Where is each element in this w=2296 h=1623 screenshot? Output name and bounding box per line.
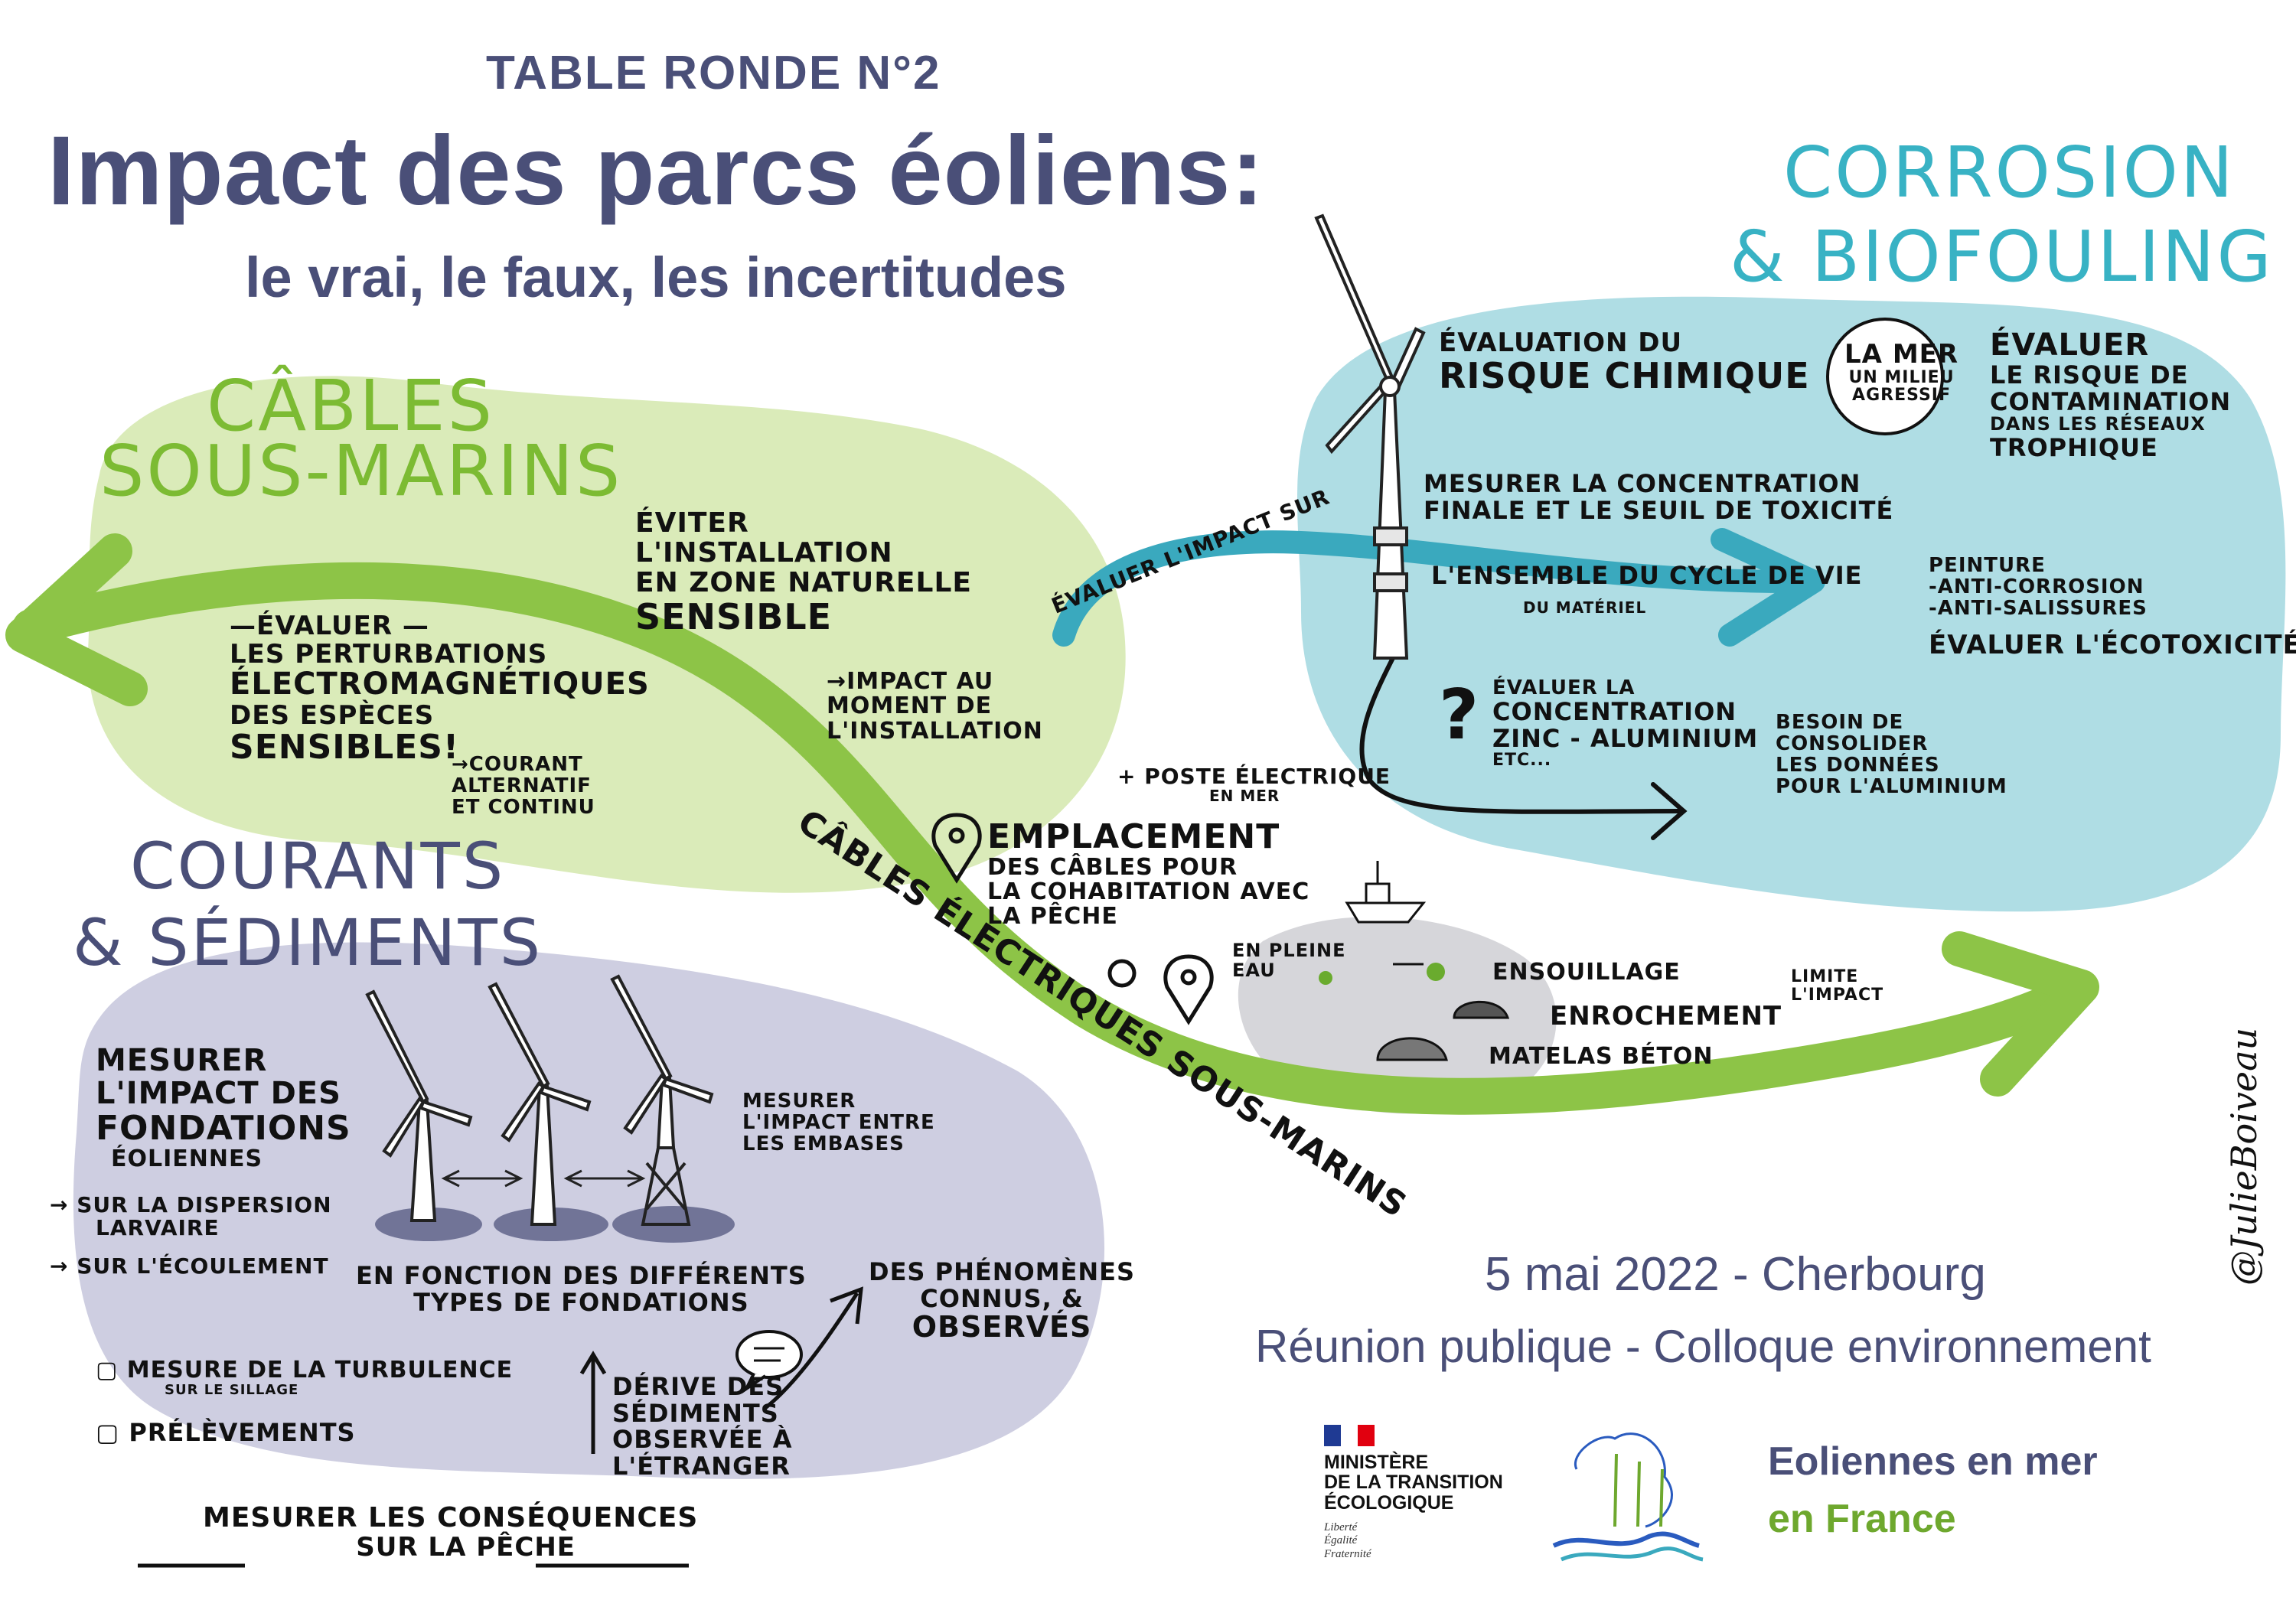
note-limite: LIMITE L'IMPACT bbox=[1791, 967, 1884, 1005]
note-matelas: MATELAS BÉTON bbox=[1489, 1043, 1714, 1070]
turbine-trio-icon bbox=[365, 974, 735, 1243]
note-emplacement: EMPLACEMENT DES CÂBLES POUR LA COHABITAT… bbox=[987, 817, 1310, 930]
section-heading-sediments: & SÉDIMENTS bbox=[73, 905, 543, 980]
eoliennes-logo bbox=[1552, 1432, 1704, 1562]
note-poste: + POSTE ÉLECTRIQUE EN MER bbox=[1117, 764, 1391, 806]
blue-impact-arrow bbox=[1052, 528, 1825, 647]
location-pin-icons bbox=[931, 813, 1214, 1025]
note-perturbations: —ÉVALUER — LES PERTURBATIONS ÉLECTROMAGN… bbox=[230, 611, 650, 768]
note-mesurer-fondations: MESURER L'IMPACT DES FONDATIONS ÉOLIENNE… bbox=[96, 1043, 351, 1172]
section-heading-cables-2: SOUS-MARINS bbox=[99, 430, 623, 512]
ministry-motto: Liberté Égalité Fraternité bbox=[1324, 1521, 1371, 1560]
note-phenomenes: DES PHÉNOMÈNES CONNUS, & OBSERVÉS bbox=[869, 1257, 1136, 1344]
note-evaluation-risque: ÉVALUATION DU RISQUE CHIMIQUE bbox=[1439, 328, 1810, 396]
la-mer-circle bbox=[1826, 318, 1944, 435]
note-evaluer-concentration: ÉVALUER LA CONCENTRATION ZINC - ALUMINIU… bbox=[1492, 676, 1759, 771]
note-la-mer: LA MER UN MILIEU AGRESSIF bbox=[1844, 339, 1959, 406]
note-derive: DÉRIVE DES SÉDIMENTS OBSERVÉE À L'ÉTRANG… bbox=[612, 1372, 793, 1481]
note-consequences-peche: MESURER LES CONSÉQUENCES SUR LA PÊCHE bbox=[203, 1502, 699, 1563]
svg-text:?: ? bbox=[1439, 675, 1479, 755]
section-heading-biofouling: & BIOFOULING bbox=[1730, 216, 2274, 298]
note-eviter: ÉVITER L'INSTALLATION EN ZONE NATURELLE … bbox=[635, 507, 972, 637]
section-heading-cables: CÂBLES bbox=[207, 365, 495, 447]
note-ecotoxicite: ÉVALUER L'ÉCOTOXICITÉ bbox=[1929, 630, 2296, 660]
grey-seabed-blob bbox=[1238, 916, 1557, 1114]
note-evaluer-risque-contamination: ÉVALUER LE RISQUE DE CONTAMINATION DANS … bbox=[1990, 328, 2232, 463]
eoliennes-brand-line2: en France bbox=[1768, 1497, 1956, 1541]
note-enrochement: ENROCHEMENT bbox=[1550, 1001, 1782, 1031]
page-subtitle: le vrai, le faux, les incertitudes bbox=[245, 246, 1067, 309]
note-besoin: BESOIN DE CONSOLIDER LES DONNÉES POUR L'… bbox=[1776, 711, 2007, 799]
derive-arrows bbox=[138, 1286, 863, 1568]
note-types-fondations: EN FONCTION DES DIFFÉRENTS TYPES DE FOND… bbox=[356, 1261, 807, 1317]
section-heading-corrosion: CORROSION bbox=[1783, 132, 2236, 213]
ministry-name: MINISTÈRE DE LA TRANSITION ÉCOLOGIQUE bbox=[1324, 1452, 1503, 1514]
marianne-logo bbox=[1324, 1425, 1375, 1446]
section-heading-courants: COURANTS bbox=[130, 829, 506, 904]
note-embases: MESURER L'IMPACT ENTRE LES EMBASES bbox=[742, 1090, 935, 1156]
speech-bubble-icon bbox=[735, 1330, 803, 1393]
page-title: Impact des parcs éoliens: bbox=[47, 116, 1265, 226]
note-dispersion: → SUR LA DISPERSION LARVAIRE bbox=[50, 1192, 332, 1241]
note-ensouillage: ENSOUILLAGE bbox=[1492, 959, 1681, 986]
question-mark-icon: ? bbox=[1439, 675, 1479, 755]
note-courant: →COURANT ALTERNATIF ET CONTINU bbox=[452, 753, 595, 820]
note-impact-moment: →IMPACT AU MOMENT DE L'INSTALLATION bbox=[827, 668, 1043, 745]
event-date: 5 mai 2022 - Cherbourg bbox=[1485, 1248, 1986, 1301]
artist-signature: @JulieBoiveau bbox=[2223, 1027, 2265, 1286]
note-peinture: PEINTURE -ANTI-CORROSION -ANTI-SALISSURE… bbox=[1929, 554, 2148, 621]
purple-watercolor-blob bbox=[73, 942, 1105, 1479]
offshore-turbine-icon bbox=[1314, 213, 1426, 660]
note-turbulence: ▢ MESURE DE LA TURBULENCE SUR LE SILLAGE bbox=[96, 1357, 514, 1399]
eoliennes-brand-line1: Eoliennes en mer bbox=[1768, 1439, 2098, 1484]
note-prelevements: ▢ PRÉLÈVEMENTS bbox=[96, 1418, 356, 1447]
seabed-protection-icons bbox=[1319, 963, 1510, 1061]
green-cable-arrow bbox=[5, 533, 2099, 1115]
note-ecoulement: → SUR L'ÉCOULEMENT bbox=[50, 1253, 329, 1279]
round-table-label: TABLE RONDE N°2 bbox=[486, 47, 941, 99]
event-name: Réunion publique - Colloque environnemen… bbox=[1255, 1321, 2151, 1372]
note-cycle-vie: L'ENSEMBLE DU CYCLE DE VIE DU MATÉRIEL bbox=[1431, 561, 1863, 617]
black-cable-line bbox=[1359, 640, 1688, 840]
note-mesurer-concentration: MESURER LA CONCENTRATION FINALE ET LE SE… bbox=[1424, 469, 1894, 525]
note-pleine-eau: EN PLEINE EAU bbox=[1232, 940, 1346, 981]
fishing-boat-icon bbox=[1345, 861, 1427, 924]
